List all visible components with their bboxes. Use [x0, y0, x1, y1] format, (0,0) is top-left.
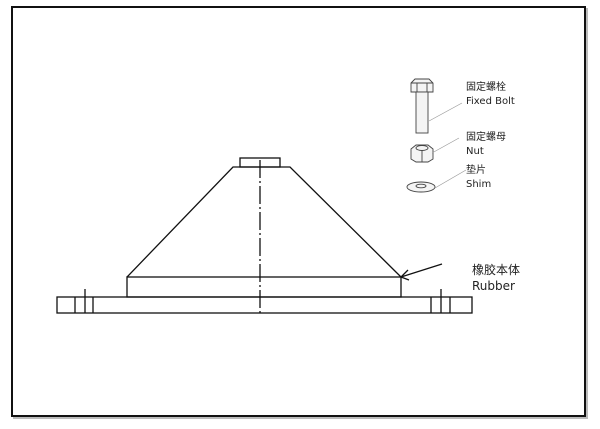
rubber-label-en: Rubber [472, 279, 515, 293]
bolt-label-en: Fixed Bolt [466, 96, 515, 107]
rubber-arrowhead [399, 269, 410, 281]
nut-label-zh: 固定螺母 [466, 132, 506, 143]
bolt-head-icon [410, 78, 434, 93]
rubber-arrow [400, 263, 443, 278]
bolt-shank-icon [415, 91, 429, 134]
rubber-label-zh: 橡胶本体 [472, 263, 521, 277]
bolt-label: 固定螺栓 Fixed Bolt [466, 81, 515, 109]
shim-label: 垫片 Shim [466, 164, 491, 192]
nut-label-en: Nut [466, 146, 484, 157]
parts-exploded [406, 78, 467, 193]
leader-lines [428, 102, 467, 189]
drawing-frame [11, 6, 586, 417]
base-plate [56, 296, 473, 314]
bolt-label-zh: 固定螺栓 [466, 82, 506, 93]
mount-assembly [56, 157, 473, 316]
nut-label: 固定螺母 Nut [466, 131, 506, 159]
rubber-base [126, 276, 402, 298]
shim-label-en: Shim [466, 179, 492, 190]
shim-label-zh: 垫片 [466, 165, 486, 176]
rubber-cone [126, 166, 402, 278]
rubber-label: 橡胶本体 Rubber [472, 262, 520, 294]
